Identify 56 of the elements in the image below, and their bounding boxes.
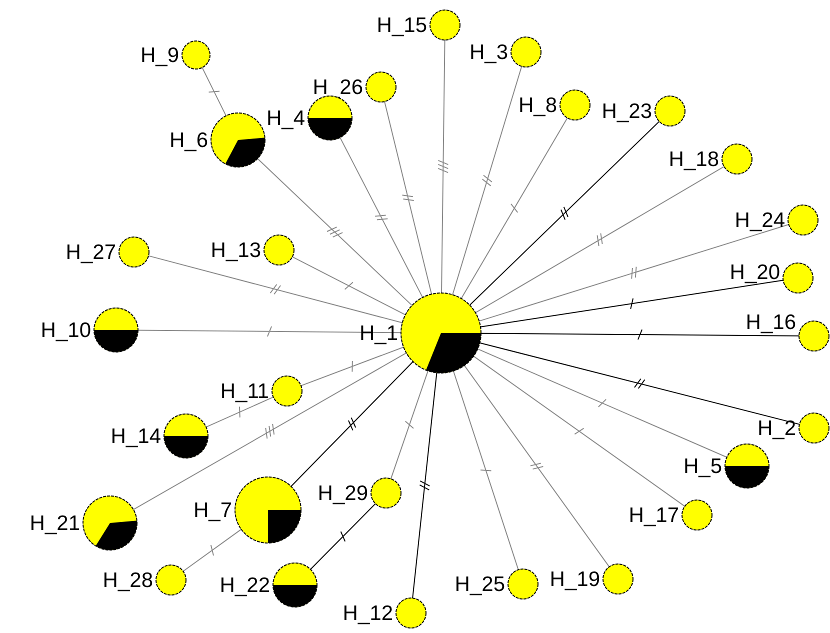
haplotype-label: H_18 <box>668 148 719 170</box>
mutation-line <box>340 137 424 298</box>
haplotype-label: H_24 <box>734 210 785 230</box>
haplotype-label: H_20 <box>730 262 780 282</box>
haplotype-label: H_28 <box>102 570 153 590</box>
haplotype-label: H_14 <box>110 426 161 446</box>
mutation-line <box>479 342 800 425</box>
haplotype-label: H_1 <box>359 322 398 344</box>
haplotype-label: H_15 <box>376 14 427 36</box>
mutation-line <box>460 117 568 300</box>
mutation-line <box>452 66 522 296</box>
mutation-line <box>182 528 242 572</box>
mutation-line <box>292 256 406 316</box>
haplotype-label: H_25 <box>454 574 505 594</box>
mutation-line <box>478 224 790 322</box>
haplotype-label: H_6 <box>169 130 208 150</box>
mutation-line <box>300 346 404 386</box>
mutation-line <box>452 370 519 570</box>
mutation-line <box>202 67 227 116</box>
mutation-line <box>148 255 403 324</box>
haplotype-label: H_2 <box>757 418 796 438</box>
haplotype-label: H_21 <box>30 512 80 534</box>
haplotype-label: H_19 <box>550 568 600 590</box>
mutation-line <box>138 326 402 337</box>
mutation-line <box>390 370 428 480</box>
haplotype-label: H_5 <box>683 456 722 476</box>
mutation-line <box>480 280 784 328</box>
haplotype-label: H_29 <box>318 482 368 504</box>
mutation-line <box>310 503 376 570</box>
haplotype-label: H_16 <box>746 312 796 332</box>
mutation-line <box>477 348 728 458</box>
haplotype-label: H_23 <box>602 100 652 122</box>
haplotype-label: H_27 <box>66 242 116 262</box>
mutation-line <box>464 364 610 568</box>
haplotype-label: H_11 <box>220 380 269 402</box>
mutation-line <box>257 158 412 306</box>
mutation-line <box>480 329 800 340</box>
mutation-line <box>438 40 449 294</box>
haplotype-label: H_10 <box>40 320 91 340</box>
mutation-line <box>384 101 432 295</box>
mutation-line <box>473 356 686 507</box>
mutation-line <box>206 396 274 428</box>
mutation-line <box>474 166 725 314</box>
haplotype-label: H_7 <box>193 500 232 520</box>
haplotype-label: H_17 <box>628 504 679 526</box>
haplotype-label: H_9 <box>140 44 179 66</box>
mutation-line <box>132 352 407 510</box>
haplotype-label: H_3 <box>469 42 508 62</box>
haplotype-label: H_13 <box>210 240 261 260</box>
haplotype-label: H_8 <box>518 94 557 116</box>
haplotype-label: H_22 <box>220 574 270 596</box>
haplotype-label: H_4 <box>266 108 305 128</box>
haplotype-label: H_12 <box>342 602 393 624</box>
mutation-line <box>412 372 438 599</box>
mutation-line <box>469 120 660 306</box>
mutation-line <box>290 361 414 487</box>
